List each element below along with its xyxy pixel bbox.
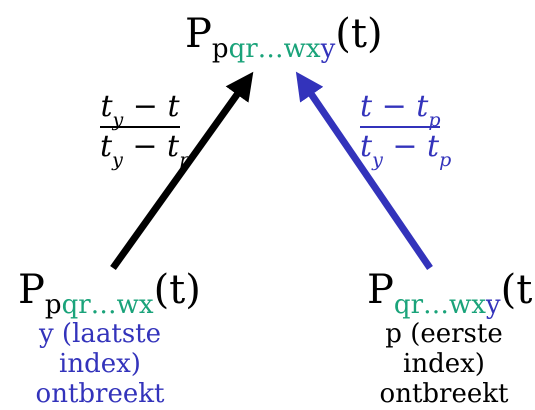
left-fraction-numerator: ty − t: [100, 89, 180, 130]
left-node-P: P: [18, 267, 45, 313]
right-caption: p (eerste index) ontbreekt: [355, 319, 533, 410]
right-den-mid: − t: [392, 128, 440, 164]
left-node-arg: (t): [153, 267, 201, 313]
right-node-sub-mid: qr…wx: [393, 290, 486, 320]
left-node-sub-p: p: [44, 290, 62, 320]
top-node-sub-y: y: [320, 34, 336, 64]
right-fraction-bar: [360, 126, 440, 128]
right-caption-line1: p (eerste index): [385, 319, 503, 379]
top-node-P: P: [185, 11, 212, 57]
right-caption-line2: ontbreekt: [379, 378, 509, 409]
left-num-t: t: [100, 89, 113, 124]
right-arrow: [295, 71, 433, 270]
left-den-mid: − t: [132, 128, 180, 164]
neville-recursion-diagram: Ppqr…wxy(t) Ppqr…wx(t) Pqr…wxy(t) y (laa…: [18, 11, 535, 409]
left-node-label: Ppqr…wx(t): [18, 267, 201, 318]
left-den-t-sub: y: [112, 148, 123, 171]
top-node-sub-p: p: [211, 34, 229, 64]
left-fraction-bar: [100, 126, 180, 128]
left-num-t-sub: y: [112, 109, 124, 131]
left-caption-line1: y (laatste index): [38, 319, 162, 379]
right-fraction-numerator: t − tp: [360, 89, 441, 130]
left-den-sub: p: [179, 148, 192, 171]
right-node-sub-y: y: [485, 290, 501, 320]
arrows-layer: [110, 71, 433, 271]
top-node-arg: (t): [335, 11, 383, 57]
left-fraction-denominator: ty − tp: [100, 128, 191, 169]
right-num-sub: p: [428, 109, 441, 131]
right-den-t-sub: y: [372, 148, 383, 171]
right-node-P: P: [367, 267, 394, 313]
left-num-rest: − t: [132, 89, 180, 124]
left-caption: y (laatste index) ontbreekt: [8, 319, 192, 410]
right-den-t: t: [360, 128, 373, 164]
right-den-sub: p: [439, 148, 452, 171]
right-node-arg: (t): [500, 267, 535, 313]
left-arrow: [110, 71, 254, 271]
left-caption-line2: ontbreekt: [35, 378, 165, 409]
top-node-sub-mid: qr…wx: [228, 34, 321, 64]
right-node-label: Pqr…wxy(t): [367, 267, 535, 318]
right-fraction-denominator: ty − tp: [360, 128, 451, 169]
right-fraction: t − tp ty − tp: [360, 89, 451, 169]
left-den-t: t: [100, 128, 113, 164]
top-node-label: Ppqr…wxy(t): [185, 11, 383, 62]
left-node-sub-mid: qr…wx: [61, 290, 154, 320]
right-num: t − t: [360, 89, 429, 124]
left-fraction: ty − t ty − tp: [100, 89, 191, 169]
